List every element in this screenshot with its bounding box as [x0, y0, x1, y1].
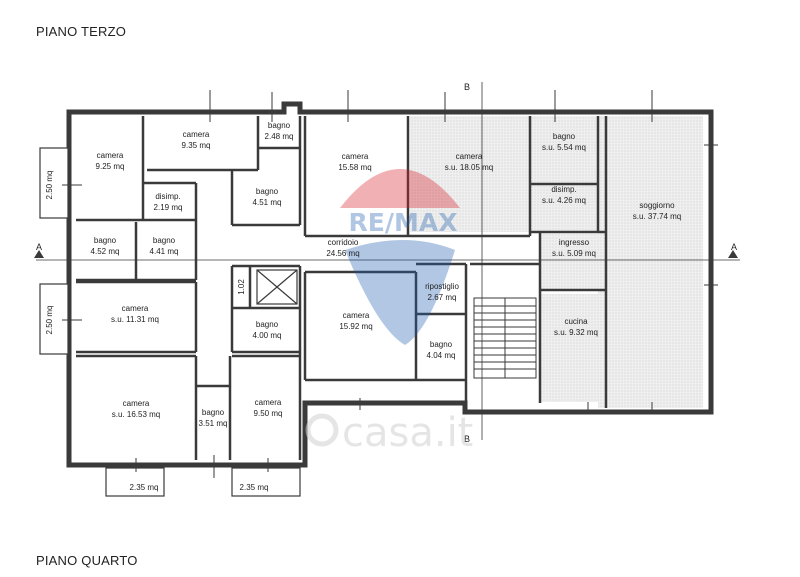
casa-watermark: casa.it: [305, 410, 473, 456]
interior-walls: [76, 116, 608, 460]
floor-title-bottom: PIANO QUARTO: [36, 553, 138, 568]
remax-watermark: RE/MAX: [340, 169, 460, 345]
remax-logo-text: RE/MAX: [349, 208, 458, 237]
section-mark-b-top: B: [464, 82, 470, 92]
casa-logo-text: casa.it: [342, 410, 473, 456]
outer-walls: [66, 101, 714, 468]
room-label-disimp-a: disimp.2.19 mq: [154, 192, 183, 212]
balconies: [39, 147, 301, 497]
elevator-shaft: [256, 269, 298, 305]
dimension-bottom-left: 2.35 mq: [130, 483, 159, 492]
dimension-left-top: 2.50 mq: [45, 171, 54, 200]
staircase: [473, 297, 537, 379]
window-ticks: [62, 90, 718, 478]
section-arrow-a-right-icon: [728, 250, 738, 258]
section-arrow-a-left-icon: [34, 250, 44, 258]
dimension-left-bottom: 2.50 mq: [45, 306, 54, 335]
room-label-disimp-b: disimp.s.u. 4.26 mq: [542, 185, 586, 205]
floor-title-top: PIANO TERZO: [36, 24, 127, 39]
dimension-bottom-mid: 2.35 mq: [240, 483, 269, 492]
hatched-apartment: [410, 116, 703, 408]
section-mark-b-bottom: B: [464, 434, 470, 444]
dimension-labels: 2.50 mq 2.50 mq 2.35 mq 2.35 mq 1.02: [45, 171, 268, 492]
section-mark-a-right: A: [731, 242, 737, 252]
section-mark-a-left: A: [36, 242, 42, 252]
dimension-small: 1.02: [237, 279, 246, 295]
section-lines: [36, 82, 740, 440]
